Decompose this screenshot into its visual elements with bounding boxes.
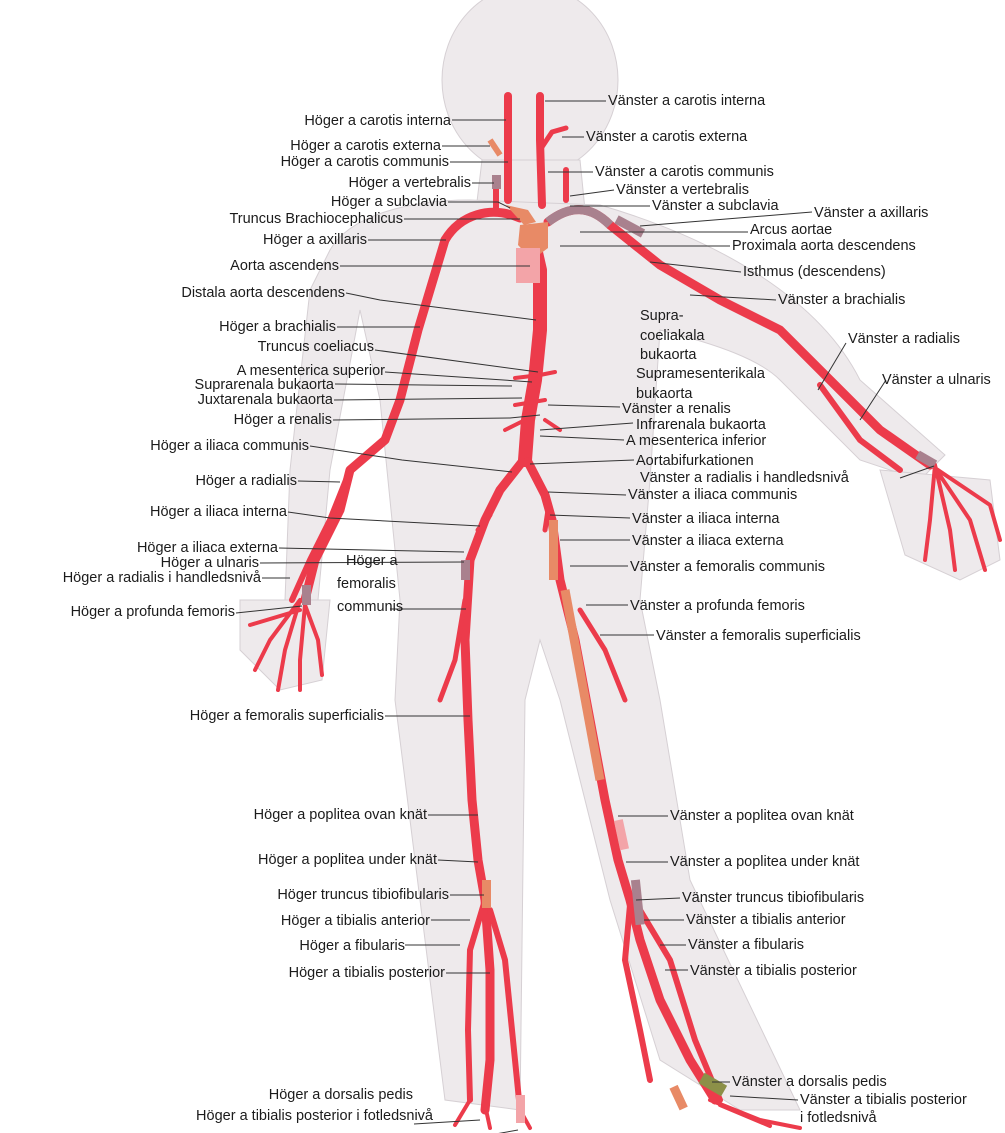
label-right-brachialis: Höger a brachialis (219, 319, 336, 335)
label-a-mesenterica-inferior: A mesenterica inferior (626, 433, 766, 449)
label-left-tibialis-posterior-fotled-2: i fotledsnivå (800, 1110, 877, 1126)
label-right-poplitea-under: Höger a poplitea under knät (258, 852, 437, 868)
label-right-femoralis-communis-3: communis (337, 599, 403, 615)
label-left-vertebralis: Vänster a vertebralis (616, 182, 749, 198)
label-left-subclavia: Vänster a subclavia (652, 198, 779, 214)
label-aorta-ascendens: Aorta ascendens (230, 258, 339, 274)
label-left-tibialis-posterior-fotled-1: Vänster a tibialis posterior (800, 1092, 967, 1108)
label-isthmus: Isthmus (descendens) (743, 264, 886, 280)
label-left-poplitea-under: Vänster a poplitea under knät (670, 854, 859, 870)
label-supra-coeliakala-1: Supra- (640, 308, 684, 324)
label-left-femoralis-communis: Vänster a femoralis communis (630, 559, 825, 575)
label-right-femoralis-communis-1: Höger a (346, 553, 398, 569)
label-right-radialis-handled: Höger a radialis i handledsnivå (63, 570, 261, 586)
label-left-truncus-tibiofibularis: Vänster truncus tibiofibularis (682, 890, 864, 906)
label-right-fibularis: Höger a fibularis (299, 938, 405, 954)
label-left-tibialis-posterior: Vänster a tibialis posterior (690, 963, 857, 979)
label-right-subclavia: Höger a subclavia (331, 194, 447, 210)
label-left-femoralis-superficialis: Vänster a femoralis superficialis (656, 628, 861, 644)
label-supra-coeliakala-2: coeliakala (640, 328, 705, 344)
label-right-truncus-tibiofibularis: Höger truncus tibiofibularis (277, 887, 449, 903)
label-right-dorsalis-pedis: Höger a dorsalis pedis (269, 1087, 413, 1103)
label-right-carotis-interna: Höger a carotis interna (304, 113, 451, 129)
label-right-vertebralis: Höger a vertebralis (349, 175, 472, 191)
label-right-radialis: Höger a radialis (195, 473, 297, 489)
label-distala-aorta-descendens: Distala aorta descendens (181, 285, 345, 301)
label-right-tibialis-posterior-fotled: Höger a tibialis posterior i fotledsnivå (196, 1108, 433, 1124)
label-left-carotis-communis: Vänster a carotis communis (595, 164, 774, 180)
label-left-tibialis-anterior: Vänster a tibialis anterior (686, 912, 846, 928)
label-left-profunda-femoris: Vänster a profunda femoris (630, 598, 805, 614)
label-right-carotis-externa: Höger a carotis externa (290, 138, 441, 154)
label-infrarenala-bukaorta: Infrarenala bukaorta (636, 417, 766, 433)
label-proximala-aorta-descendens: Proximala aorta descendens (732, 238, 916, 254)
label-left-radialis-handled: Vänster a radialis i handledsnivå (640, 470, 849, 486)
label-right-iliaca-communis: Höger a iliaca communis (150, 438, 309, 454)
label-left-iliaca-interna: Vänster a iliaca interna (632, 511, 780, 527)
label-right-iliaca-interna: Höger a iliaca interna (150, 504, 287, 520)
label-right-renalis: Höger a renalis (234, 412, 332, 428)
label-right-iliaca-externa: Höger a iliaca externa (137, 540, 278, 556)
label-right-poplitea-ovan: Höger a poplitea ovan knät (254, 807, 427, 823)
label-right-ulnaris: Höger a ulnaris (161, 555, 259, 571)
label-juxtarenala-bukaorta: Juxtarenala bukaorta (198, 392, 333, 408)
label-arcus-aortae: Arcus aortae (750, 222, 832, 238)
label-right-axillaris: Höger a axillaris (263, 232, 367, 248)
label-left-carotis-interna: Vänster a carotis interna (608, 93, 765, 109)
label-left-fibularis: Vänster a fibularis (688, 937, 804, 953)
label-right-tibialis-anterior: Höger a tibialis anterior (281, 913, 430, 929)
label-right-tibialis-posterior: Höger a tibialis posterior (289, 965, 445, 981)
label-supra-coeliakala-3: bukaorta (640, 347, 696, 363)
label-truncus-coeliacus: Truncus coeliacus (258, 339, 374, 355)
label-left-radialis: Vänster a radialis (848, 331, 960, 347)
label-left-carotis-externa: Vänster a carotis externa (586, 129, 747, 145)
label-left-renalis: Vänster a renalis (622, 401, 731, 417)
label-left-ulnaris: Vänster a ulnaris (882, 372, 991, 388)
label-aortabifurkationen: Aortabifurkationen (636, 453, 754, 469)
label-suprarenala-bukaorta: Suprarenala bukaorta (195, 377, 334, 393)
label-left-iliaca-externa: Vänster a iliaca externa (632, 533, 784, 549)
label-left-brachialis: Vänster a brachialis (778, 292, 905, 308)
label-left-axillaris: Vänster a axillaris (814, 205, 928, 221)
label-left-poplitea-ovan: Vänster a poplitea ovan knät (670, 808, 854, 824)
label-supramesenterikala-1: Supramesenterikala (636, 366, 765, 382)
label-right-femoralis-superficialis: Höger a femoralis superficialis (190, 708, 384, 724)
label-truncus-brachiocephalicus: Truncus Brachiocephalicus (229, 211, 403, 227)
label-right-profunda-femoris: Höger a profunda femoris (71, 604, 235, 620)
label-right-femoralis-communis-2: femoralis (337, 576, 396, 592)
label-supramesenterikala-2: bukaorta (636, 386, 692, 402)
label-left-iliaca-communis: Vänster a iliaca communis (628, 487, 797, 503)
label-right-carotis-communis: Höger a carotis communis (281, 154, 449, 170)
label-left-dorsalis-pedis: Vänster a dorsalis pedis (732, 1074, 887, 1090)
